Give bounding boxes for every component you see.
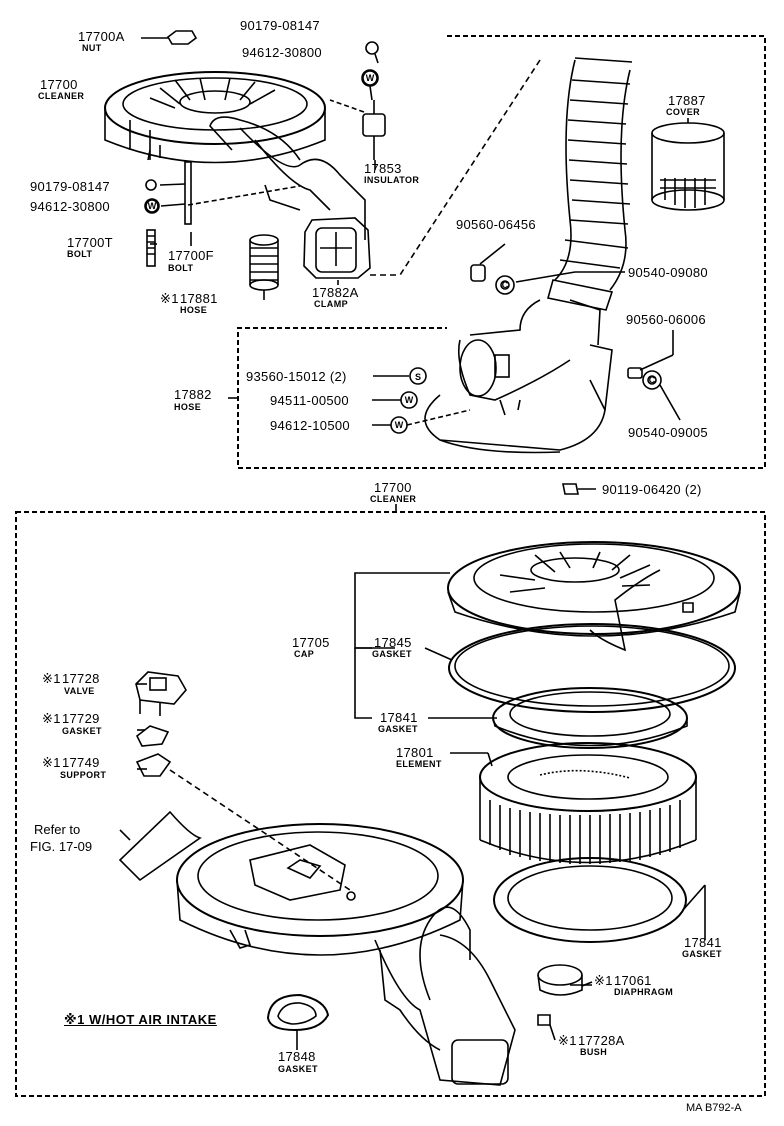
- part-number-17882: 17882: [174, 387, 212, 402]
- cleaner-body-drawing: [176, 823, 516, 1086]
- part-number-17729: 17729: [62, 711, 100, 726]
- element-17801-drawing: [479, 742, 697, 864]
- part-number-17801: 17801: [396, 745, 434, 760]
- insulator-17853-drawing: [362, 100, 386, 160]
- svg-text:W: W: [366, 73, 375, 83]
- group-box-upper-right: [237, 35, 766, 469]
- part-name-cap: CAP: [294, 649, 315, 659]
- svg-text:C: C: [649, 375, 656, 385]
- part-name-hose-17881: HOSE: [180, 305, 208, 315]
- part-name-support: SUPPORT: [60, 770, 107, 780]
- part-name-cleaner-top: CLEANER: [38, 91, 85, 101]
- refer-line-1: Refer to: [34, 822, 81, 837]
- part-name-valve: VALVE: [64, 686, 95, 696]
- group-box-lower: [15, 511, 766, 1097]
- hot-air-intake-note: ※1 W/HOT AIR INTAKE: [64, 1012, 217, 1027]
- part-number-17841-upper: 17841: [380, 710, 418, 725]
- part-name-gasket-17729: GASKET: [62, 726, 102, 736]
- part-number-17728: 17728: [62, 671, 100, 686]
- part-number-17728a: 17728A: [578, 1033, 625, 1048]
- washer-marks: W W S W W C C: [148, 73, 656, 430]
- part-number-17853: 17853: [364, 161, 402, 176]
- part-number-90540-09080: 90540-09080: [628, 265, 708, 280]
- part-name-bolt-f: BOLT: [168, 263, 194, 273]
- part-mark-17881: ※1: [160, 291, 179, 306]
- cover-17887-drawing: [651, 122, 725, 211]
- gasket-17841-upper-drawing: [492, 687, 688, 749]
- gasket-17729-drawing: [135, 725, 170, 747]
- svg-text:W: W: [148, 201, 157, 211]
- part-number-93560-15012: 93560-15012 (2): [246, 369, 347, 384]
- gasket-17848-drawing: [266, 993, 330, 1032]
- svg-text:W: W: [395, 420, 404, 430]
- part-number-17749: 17749: [62, 755, 100, 770]
- part-name-insulator: INSULATOR: [364, 175, 420, 185]
- part-number-90560-06456: 90560-06456: [456, 217, 536, 232]
- part-name-cleaner-mid: CLEANER: [370, 494, 417, 504]
- svg-text:S: S: [415, 372, 421, 382]
- part-mark-17749: ※1: [42, 755, 61, 770]
- part-number-17845: 17845: [374, 635, 412, 650]
- support-17749-drawing: [135, 753, 172, 777]
- part-number-17841-lower: 17841: [684, 935, 722, 950]
- svg-text:C: C: [502, 280, 509, 290]
- part-number-94612-top: 94612-30800: [242, 45, 322, 60]
- part-number-17700t: 17700T: [67, 235, 113, 250]
- part-number-94511-00500: 94511-00500: [270, 393, 349, 408]
- part-mark-17729: ※1: [42, 711, 61, 726]
- bolt-17700f-icon: [184, 161, 192, 225]
- nut-90179-icon: [365, 41, 379, 55]
- part-number-90560-06006: 90560-06006: [626, 312, 706, 327]
- figure-code: MA B792-A: [686, 1102, 742, 1114]
- part-name-gasket-17845: GASKET: [372, 649, 412, 659]
- part-name-nut: NUT: [82, 43, 102, 53]
- nut-icon: [166, 30, 198, 45]
- part-number-17700f: 17700F: [168, 248, 214, 263]
- part-name-diaphragm: DIAPHRAGM: [614, 987, 674, 997]
- part-number-17887: 17887: [668, 93, 706, 108]
- part-number-17882a: 17882A: [312, 285, 359, 300]
- part-number-17700-mid: 17700: [374, 480, 412, 495]
- part-name-gasket-17848: GASKET: [278, 1064, 318, 1074]
- part-number-17061: 17061: [614, 973, 652, 988]
- part-number-94612-left: 94612-30800: [30, 199, 110, 214]
- part-number-90540-09005: 90540-09005: [628, 425, 708, 440]
- part-name-gasket-17841-upper: GASKET: [378, 724, 418, 734]
- svg-text:W: W: [405, 395, 414, 405]
- hose-17882-drawing: [424, 57, 633, 454]
- part-number-90119-06420: 90119-06420 (2): [602, 482, 702, 497]
- part-number-90179-top: 90179-08147: [240, 18, 320, 33]
- part-name-gasket-17841-lower: GASKET: [682, 949, 722, 959]
- part-number-17881: 17881: [180, 291, 218, 306]
- part-name-bush: BUSH: [580, 1047, 608, 1057]
- cap-17705-drawing: [447, 541, 741, 652]
- clamp-17882a-drawing: [303, 217, 371, 279]
- part-name-clamp: CLAMP: [314, 299, 348, 309]
- part-name-element: ELEMENT: [396, 759, 442, 769]
- part-mark-17728a: ※1: [558, 1033, 577, 1048]
- part-number-17848: 17848: [278, 1049, 316, 1064]
- refer-line-2: FIG. 17-09: [30, 839, 93, 854]
- hose-17881-drawing: [249, 234, 279, 291]
- part-number-90179-left: 90179-08147: [30, 179, 110, 194]
- air-cleaner-assembly: [104, 71, 366, 240]
- part-name-hose-17882: HOSE: [174, 402, 202, 412]
- part-number-94612-10500: 94612-10500: [270, 418, 350, 433]
- part-number-17705: 17705: [292, 635, 330, 650]
- part-mark-17728: ※1: [42, 671, 61, 686]
- part-name-cover: COVER: [666, 107, 701, 117]
- part-number-17700-top: 17700: [40, 77, 78, 92]
- gasket-17841-lower-drawing: [493, 857, 687, 943]
- valve-17728-drawing: [135, 671, 187, 716]
- part-name-bolt-t: BOLT: [67, 249, 93, 259]
- part-mark-17061: ※1: [594, 973, 613, 988]
- diaphragm-17061-drawing: [537, 964, 593, 996]
- part-number-17700a: 17700A: [78, 29, 125, 44]
- gasket-17845-drawing: [448, 623, 736, 713]
